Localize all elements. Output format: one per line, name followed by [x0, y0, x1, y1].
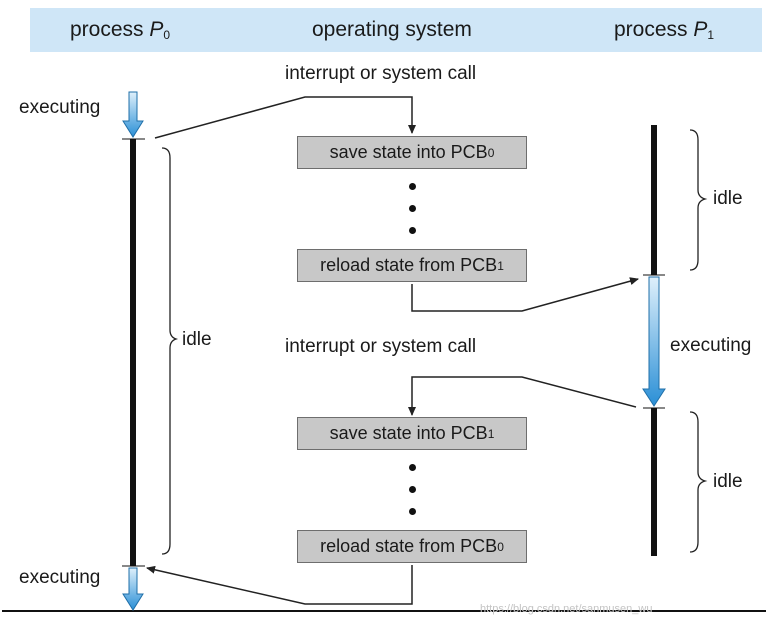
os-box-reload-pcb1-sub: 1: [497, 258, 504, 273]
watermark: https://blog.csdn.net/sanmusen_wu: [480, 603, 653, 615]
p0-executing-arrow-bottom: [122, 567, 144, 611]
os-box-save-pcb0-text: save state into PCB: [329, 142, 488, 162]
header-process-p0: process P0: [70, 18, 170, 42]
os-box-save-pcb0-sub: 0: [487, 145, 495, 160]
header-operating-system: operating system: [312, 18, 472, 41]
header-p0-symbol: P: [149, 18, 164, 41]
header-process-p1: process P1: [614, 18, 714, 42]
ellipsis-dot: [409, 508, 416, 515]
ellipsis-dot: [409, 227, 416, 234]
p1-executing-label: executing: [670, 335, 752, 356]
arrow-os-reload-pcb0-to-p0: [146, 565, 413, 605]
p1-idle-label-bottom: idle: [713, 471, 743, 492]
interrupt-label-mid: interrupt or system call: [285, 336, 477, 357]
p1-idle-brace-top: [689, 129, 708, 271]
p1-idle-label-top: idle: [713, 188, 743, 209]
p1-executing-arrow: [642, 276, 666, 407]
p0-idle-label: idle: [182, 329, 212, 350]
arrow-p0-to-os-save-pcb0: [154, 96, 416, 139]
p0-executing-label-bottom: executing: [19, 567, 101, 588]
arrow-os-reload-pcb1-to-p1: [411, 277, 639, 312]
header-bar: [30, 8, 762, 52]
header-p0-sub: 0: [163, 28, 171, 42]
os-box-reload-pcb1-text: reload state from PCB: [320, 255, 498, 275]
header-p1-symbol: P: [693, 18, 708, 41]
header-p1-sub: 1: [707, 28, 715, 42]
os-box-reload-pcb0-text: reload state from PCB: [320, 536, 498, 556]
p0-executing-label-top: executing: [19, 97, 101, 118]
os-box-save-pcb1-text: save state into PCB: [329, 423, 488, 443]
p0-idle-brace: [161, 147, 179, 555]
ellipsis-dot: [409, 205, 416, 212]
ellipsis-dot: [409, 464, 416, 471]
arrow-p1-to-os-save-pcb1: [408, 376, 637, 416]
p1-idle-brace-bottom: [689, 411, 708, 553]
os-box-reload-pcb0-sub: 0: [497, 539, 504, 554]
ellipsis-dot: [409, 486, 416, 493]
os-box-save-pcb1-sub: 1: [487, 426, 495, 441]
p0-executing-arrow-top: [122, 91, 144, 138]
ellipsis-dot: [409, 183, 416, 190]
interrupt-label-top: interrupt or system call: [285, 63, 477, 84]
header-p1-word: process: [614, 18, 688, 41]
header-p0-word: process: [70, 18, 144, 41]
